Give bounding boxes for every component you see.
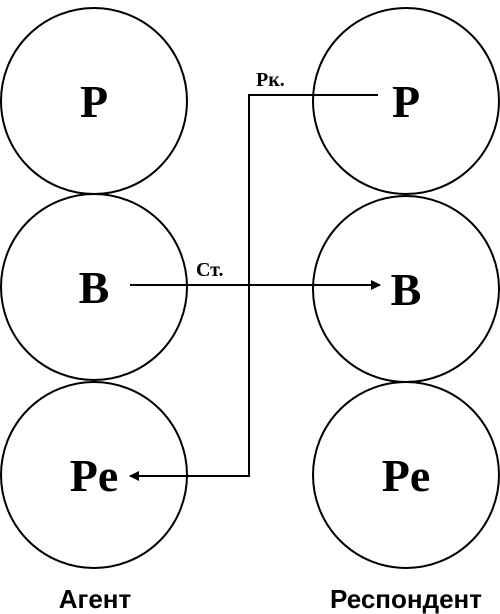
respondent-adult-label: B: [391, 264, 422, 315]
respondent-parent-circle: [312, 7, 500, 195]
respondent-parent-label: P: [392, 76, 420, 127]
agent-parent-label: P: [80, 76, 108, 127]
agent-caption: Агент: [59, 584, 132, 614]
agent-adult-circle: [0, 193, 188, 381]
respondent-child-circle: [312, 381, 500, 569]
stimulus-label: Ст.: [196, 259, 224, 281]
agent-adult-label: B: [79, 262, 110, 313]
agent-column: P B Pe Агент: [0, 7, 188, 614]
respondent-child-label: Pe: [382, 450, 431, 501]
agent-child-label: Pe: [70, 450, 119, 501]
respondent-caption: Респондент: [330, 584, 482, 614]
response-arrow: [129, 94, 378, 481]
response-label: Рк.: [256, 69, 285, 91]
respondent-column: P B Pe Респондент: [312, 7, 500, 614]
